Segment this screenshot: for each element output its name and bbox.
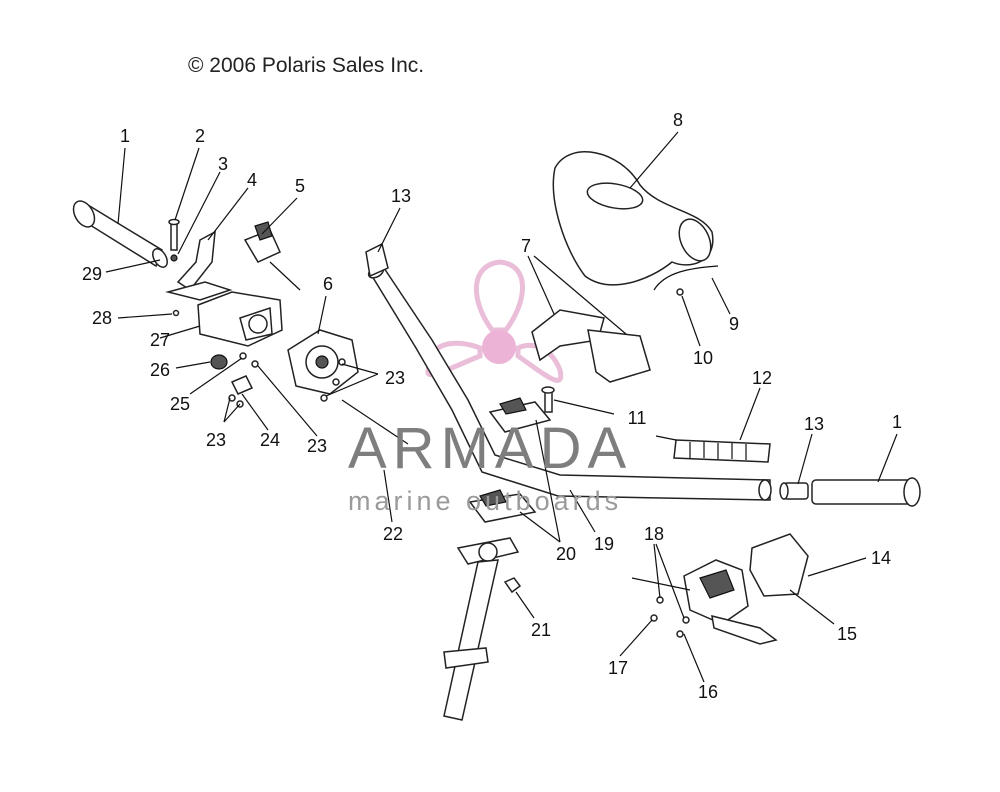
callout-20: 20	[555, 544, 577, 564]
callout-23-mid: 23	[306, 436, 328, 456]
callout-2: 2	[194, 126, 206, 146]
callout-13-top: 13	[390, 186, 412, 206]
callout-27: 27	[149, 330, 171, 350]
callout-3: 3	[217, 154, 229, 174]
callout-7: 7	[520, 236, 532, 256]
right-end-cap	[779, 482, 809, 500]
right-grip	[655, 435, 771, 463]
callout-14: 14	[870, 548, 892, 568]
throttle-lever-assembly	[631, 559, 778, 645]
control-housing	[287, 329, 359, 395]
callout-4: 4	[246, 170, 258, 190]
callout-21: 21	[530, 620, 552, 640]
screw	[239, 352, 247, 360]
watermark-brand: ARMADA	[348, 416, 633, 481]
watermark-subtitle: marine outboards	[348, 486, 623, 516]
callout-15: 15	[836, 624, 858, 644]
lower-clamp	[468, 489, 537, 523]
callout-16: 16	[697, 682, 719, 702]
screw	[338, 358, 346, 366]
screw	[251, 360, 259, 368]
callout-11: 11	[627, 408, 647, 428]
leader-lines	[105, 131, 898, 683]
lever-cover	[749, 533, 809, 597]
small-washer	[172, 309, 180, 317]
handlebar-cover	[531, 309, 651, 383]
screw	[228, 394, 236, 402]
callout-10: 10	[692, 348, 714, 368]
cover-plate	[230, 375, 254, 395]
callout-22: 22	[382, 524, 404, 544]
throttle-housing	[197, 291, 283, 347]
callout-5: 5	[294, 176, 306, 196]
choke-knob	[210, 354, 228, 370]
callout-13-right: 13	[803, 414, 825, 434]
callout-9: 9	[728, 314, 740, 334]
callout-18: 18	[643, 524, 665, 544]
callout-28: 28	[91, 308, 113, 328]
left-grip	[72, 200, 168, 268]
callout-24: 24	[259, 430, 281, 450]
screw	[320, 394, 328, 402]
pin	[168, 218, 180, 251]
callout-1-right: 1	[891, 412, 903, 432]
callout-25: 25	[169, 394, 191, 414]
screw	[676, 630, 684, 638]
bolt	[541, 386, 555, 413]
callout-6: 6	[322, 274, 334, 294]
screw	[650, 614, 658, 622]
switch-block	[243, 221, 301, 291]
screw	[676, 288, 684, 296]
copyright-text: © 2006 Polaris Sales Inc.	[188, 54, 425, 77]
throttle-bracket	[165, 230, 233, 301]
screw	[682, 616, 690, 624]
wire-harness	[653, 265, 719, 291]
callout-26: 26	[149, 360, 171, 380]
callout-23-right: 23	[384, 368, 406, 388]
callout-23-left: 23	[205, 430, 227, 450]
handlebar-hood	[552, 151, 714, 286]
callout-8: 8	[672, 110, 684, 130]
callout-1-left: 1	[119, 126, 131, 146]
callout-17: 17	[607, 658, 629, 678]
throttle-cable	[341, 399, 409, 445]
callout-29: 29	[81, 264, 103, 284]
callout-12: 12	[751, 368, 773, 388]
steering-post	[443, 537, 520, 721]
watermark-propeller-icon	[425, 259, 564, 383]
end-cap	[365, 242, 389, 278]
nut	[503, 577, 522, 594]
upper-clamp	[488, 397, 552, 433]
callout-19: 19	[593, 534, 615, 554]
screw	[332, 378, 340, 386]
right-grip-outer	[811, 477, 921, 507]
washer	[170, 254, 178, 262]
